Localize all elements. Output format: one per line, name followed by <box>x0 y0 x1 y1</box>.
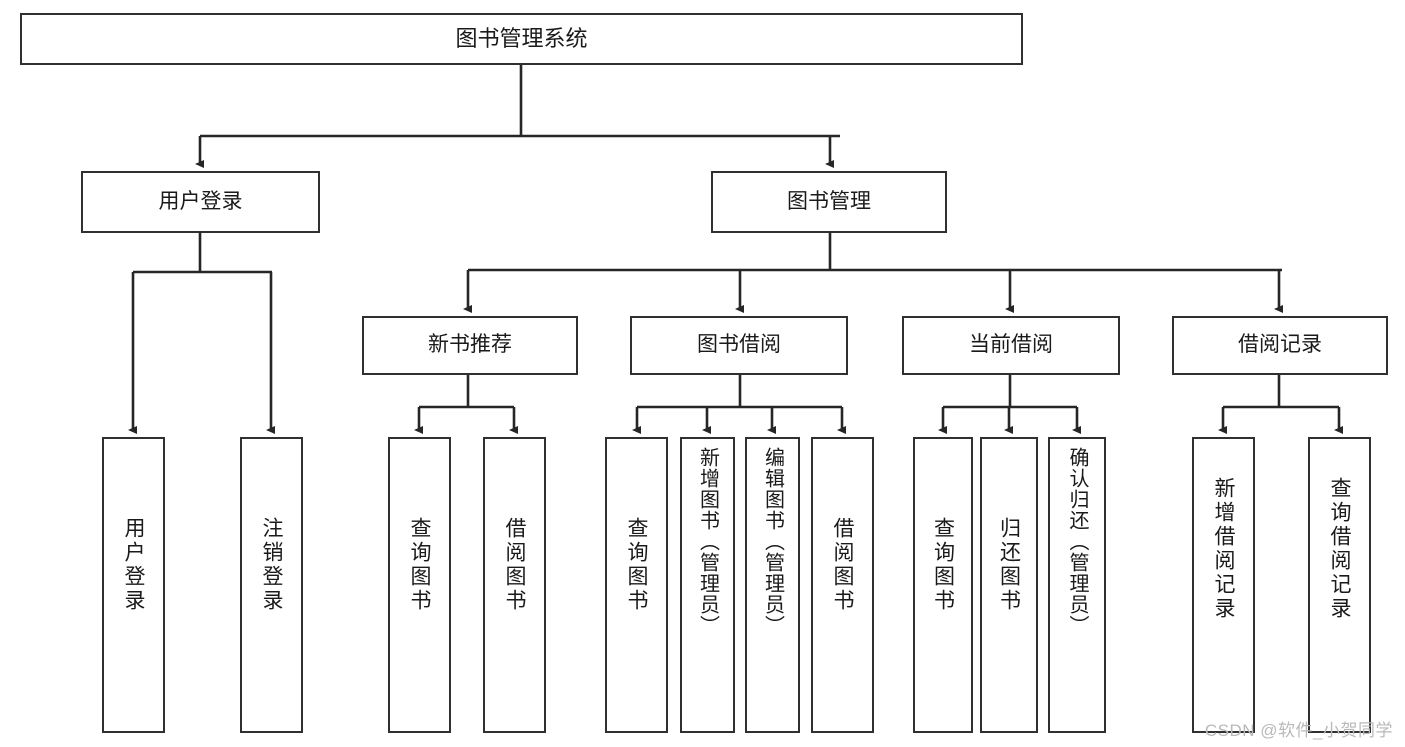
node-borrow-record-label: 借阅记录 <box>1238 333 1322 357</box>
node-current-borrow[interactable]: 当前借阅 <box>902 316 1120 375</box>
node-leaf-add-record[interactable]: 新增借阅记录 <box>1192 437 1255 733</box>
node-leaf-query-book-2[interactable]: 查询图书 <box>605 437 668 733</box>
node-book-manage-label: 图书管理 <box>787 189 871 213</box>
node-leaf-user-login[interactable]: 用户登录 <box>102 437 165 733</box>
node-leaf-borrow-book-2-label: 借阅图书 <box>831 517 854 613</box>
node-leaf-logout-label: 注销登录 <box>260 517 283 613</box>
node-leaf-query-record[interactable]: 查询借阅记录 <box>1308 437 1371 733</box>
node-leaf-borrow-book-1-label: 借阅图书 <box>503 517 526 613</box>
node-leaf-logout[interactable]: 注销登录 <box>240 437 303 733</box>
node-leaf-borrow-book-2[interactable]: 借阅图书 <box>811 437 874 733</box>
node-leaf-add-book[interactable]: 新增图书（管理员） <box>680 437 735 733</box>
node-leaf-edit-book-label: 编辑图书（管理员） <box>761 447 784 636</box>
node-leaf-query-book-2-label: 查询图书 <box>625 517 648 613</box>
node-leaf-return-book[interactable]: 归还图书 <box>980 437 1038 733</box>
node-current-borrow-label: 当前借阅 <box>969 333 1053 357</box>
node-user-login[interactable]: 用户登录 <box>81 171 320 233</box>
node-leaf-confirm-return-label: 确认归还（管理员） <box>1066 447 1088 636</box>
node-leaf-user-login-label: 用户登录 <box>122 517 145 613</box>
node-root-label: 图书管理系统 <box>455 26 588 52</box>
node-leaf-borrow-book-1[interactable]: 借阅图书 <box>483 437 546 733</box>
node-user-login-label: 用户登录 <box>158 189 243 213</box>
node-leaf-query-book-1[interactable]: 查询图书 <box>388 437 451 733</box>
node-leaf-query-record-label: 查询借阅记录 <box>1328 477 1351 621</box>
node-leaf-add-record-label: 新增借阅记录 <box>1212 477 1235 621</box>
node-leaf-query-book-3-label: 查询图书 <box>931 517 955 613</box>
node-leaf-edit-book[interactable]: 编辑图书（管理员） <box>745 437 800 733</box>
node-leaf-query-book-3[interactable]: 查询图书 <box>913 437 973 733</box>
node-borrow-record[interactable]: 借阅记录 <box>1172 316 1388 375</box>
node-new-book-rec[interactable]: 新书推荐 <box>362 316 578 375</box>
node-new-book-rec-label: 新书推荐 <box>428 333 512 357</box>
node-leaf-return-book-label: 归还图书 <box>997 517 1021 613</box>
node-book-borrow[interactable]: 图书借阅 <box>630 316 848 375</box>
node-leaf-add-book-label: 新增图书（管理员） <box>696 447 719 636</box>
node-leaf-confirm-return[interactable]: 确认归还（管理员） <box>1048 437 1106 733</box>
node-book-manage[interactable]: 图书管理 <box>711 171 947 233</box>
node-leaf-query-book-1-label: 查询图书 <box>408 517 431 613</box>
node-book-borrow-label: 图书借阅 <box>697 333 781 357</box>
node-root[interactable]: 图书管理系统 <box>20 13 1023 65</box>
